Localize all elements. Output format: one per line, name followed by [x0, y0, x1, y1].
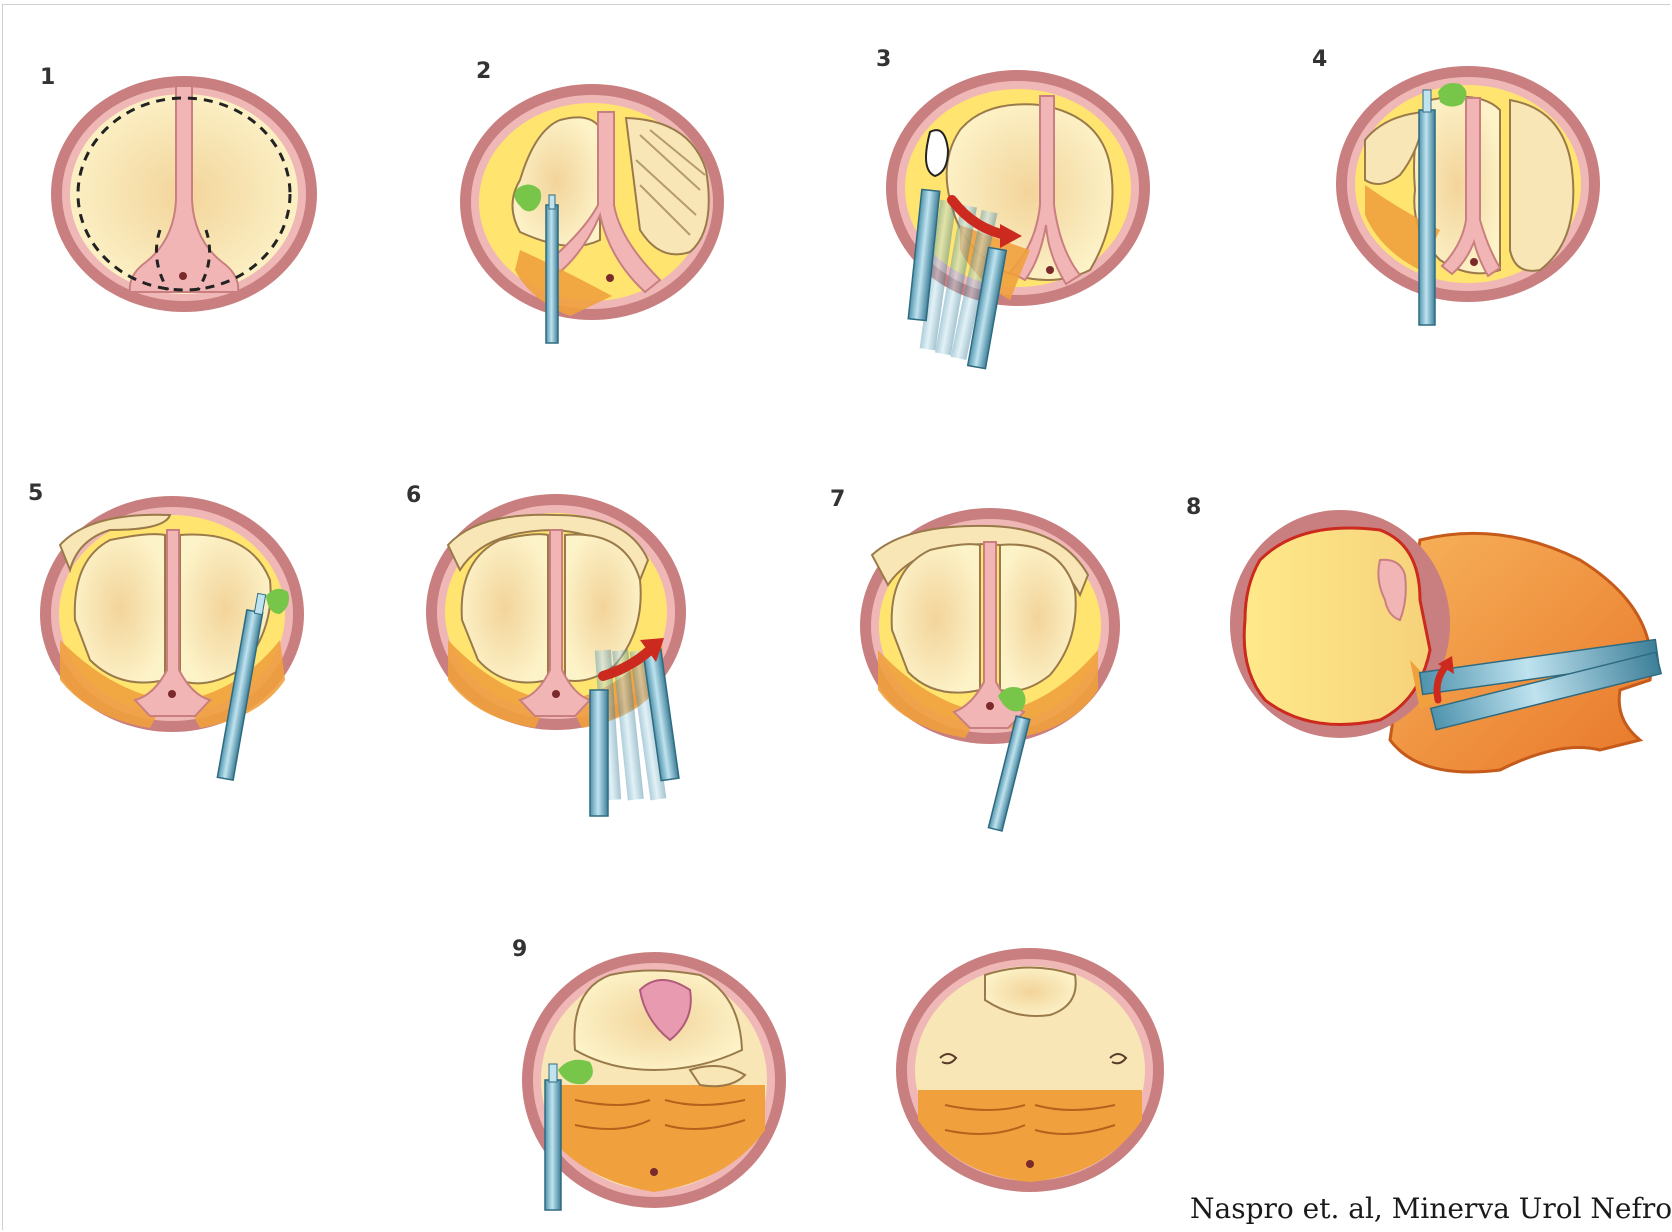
- outlined-tissue: [926, 130, 948, 176]
- step-label-3: 3: [876, 47, 891, 72]
- laser-fiber: [1423, 90, 1431, 112]
- step-label-6: 6: [406, 483, 421, 508]
- panel-9-right: [896, 948, 1164, 1192]
- verumontanum: [1470, 258, 1478, 266]
- verumontanum: [179, 272, 187, 280]
- panel-9-left: 9: [512, 937, 786, 1210]
- step-label-1: 1: [40, 65, 55, 90]
- panel-7: 7: [830, 487, 1120, 831]
- step-label-5: 5: [28, 481, 43, 506]
- panel-2: 2: [460, 59, 724, 343]
- resectoscope: [545, 1080, 561, 1210]
- step-label-4: 4: [1312, 47, 1327, 72]
- citation-text: Naspro et. al, Minerva Urol Nefrol: [1190, 1192, 1672, 1225]
- panel-8: 8: [1186, 495, 1661, 772]
- residual-tissue: [985, 968, 1076, 1017]
- verumontanum: [1026, 1160, 1034, 1168]
- resectoscope-start: [590, 690, 608, 816]
- step-label-8: 8: [1186, 495, 1201, 520]
- panel-4: 4: [1312, 47, 1600, 325]
- verumontanum: [552, 690, 560, 698]
- panel-1: 1: [40, 65, 317, 312]
- step-label-2: 2: [476, 59, 491, 84]
- panel-5: 5: [28, 481, 304, 780]
- step-label-7: 7: [830, 487, 845, 512]
- verumontanum: [168, 690, 176, 698]
- verumontanum: [1046, 266, 1054, 274]
- step-label-9: 9: [512, 937, 527, 962]
- laser-fiber: [549, 1064, 557, 1082]
- verumontanum: [606, 274, 614, 282]
- resectoscope: [546, 205, 558, 343]
- panel-6: 6: [406, 483, 686, 816]
- laser-fiber: [549, 195, 555, 209]
- verumontanum: [986, 702, 994, 710]
- enucleated-adenoma: [1244, 528, 1430, 725]
- verumontanum: [650, 1168, 658, 1176]
- panel-3: 3: [876, 47, 1150, 369]
- resectoscope: [1419, 110, 1435, 325]
